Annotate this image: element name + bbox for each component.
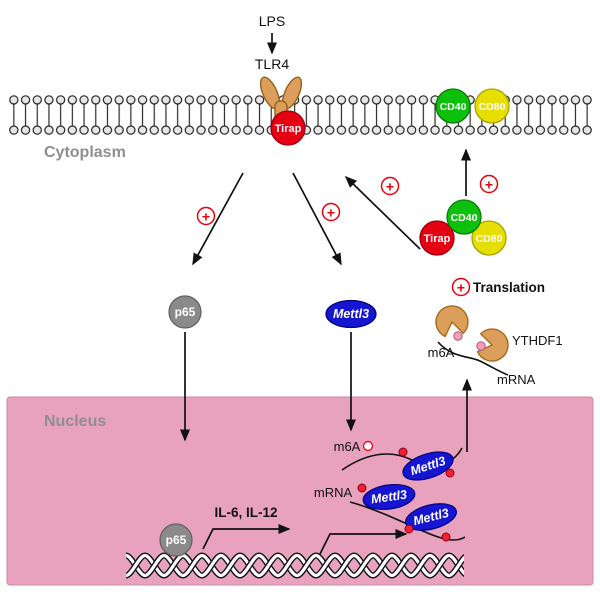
cd40-membrane: CD40: [435, 88, 471, 124]
mrna-label-cytoplasm: mRNA: [497, 372, 536, 387]
m6a-mark: [398, 447, 408, 457]
cd80-membrane: CD80: [474, 88, 510, 124]
plus-circle: [321, 202, 341, 222]
mettl3-oval: [405, 503, 457, 531]
cd80-new: CD80: [471, 220, 507, 256]
mettl3-nucleus: Mettl3: [402, 451, 454, 481]
dna-helix: [126, 552, 464, 579]
tirap-membrane: Tirap: [270, 110, 306, 146]
mettl3-oval: [402, 451, 454, 481]
cd80-label: CD80: [476, 233, 503, 245]
lps-label: LPS: [259, 13, 285, 29]
new-proteins-cluster: CD80 Tirap CD40: [419, 199, 507, 256]
m6a-mark: [441, 532, 451, 542]
arrow-newtirap-to-membrane: [344, 175, 421, 250]
p65-label: p65: [175, 305, 196, 319]
m6a-mark: [445, 468, 455, 478]
mettl3-oval: [325, 299, 377, 329]
plus-sign: +: [485, 177, 493, 193]
plus-sign: +: [202, 209, 210, 225]
p65-cytoplasm: p65: [168, 295, 202, 329]
arrow-tirap-to-mettl3: [292, 172, 342, 266]
p65-circle: [159, 523, 193, 557]
mettl3-nucleus: Mettl3: [405, 503, 457, 531]
cd80-circle: [471, 220, 507, 256]
tlr4-label: TLR4: [255, 56, 289, 72]
p65-nucleus: p65: [159, 523, 193, 557]
mrna-strand-cytoplasm: [437, 341, 509, 376]
tirap-new: Tirap: [419, 220, 455, 256]
p65-label: p65: [166, 533, 187, 547]
cd40-label: CD40: [440, 101, 467, 113]
mettl3-oval: [362, 483, 416, 511]
ythdf1-protein: [435, 305, 469, 338]
m6a-label-nucleus: m6A: [334, 439, 361, 454]
plus-sign: +: [386, 179, 394, 195]
ythdf1-complex: m6A YTHDF1 mRNA: [428, 305, 563, 387]
m6a-label-cytoplasm: m6A: [428, 345, 455, 360]
cd80-label: CD80: [479, 101, 506, 113]
mettl3-label: Mettl3: [370, 488, 408, 507]
tirap-label: Tirap: [424, 233, 451, 245]
m6a-mark: [404, 524, 414, 534]
tirap-circle: [270, 110, 306, 146]
mettl3-cytoplasm: Mettl3: [325, 299, 377, 329]
mettl3-label: Mettl3: [333, 307, 369, 321]
cd40-new: CD40: [446, 199, 482, 235]
arrows: [180, 33, 472, 555]
m6a-mark: [453, 331, 463, 341]
cd40-circle: [435, 88, 471, 124]
nucleus-label: Nucleus: [44, 413, 106, 430]
tirap-label: Tirap: [275, 123, 302, 135]
cd40-circle: [446, 199, 482, 235]
plus-activation: +: [196, 206, 216, 226]
tirap-circle: [419, 220, 455, 256]
arrow-il6-il12: [202, 524, 291, 550]
plus-sign: +: [457, 280, 465, 296]
plus-activation: +: [451, 277, 471, 297]
cd80-circle: [474, 88, 510, 124]
arrow-tirap-to-p65: [192, 172, 244, 266]
plus-activation: +: [479, 174, 499, 194]
plus-circle: [380, 176, 400, 196]
mettl3-nucleus: Mettl3: [362, 483, 416, 511]
plus-circle: [196, 206, 216, 226]
ythdf1-label: YTHDF1: [512, 333, 563, 348]
m6a-mark: [476, 341, 486, 351]
plus-circle: [451, 277, 471, 297]
p65-circle: [168, 295, 202, 329]
ythdf1-protein: [476, 328, 509, 362]
m6a-site-icon: [362, 440, 374, 452]
arrow-transcription: [319, 529, 408, 555]
nucleus-content: m6A mRNA Mettl3 Mettl3 Mettl3 IL-6, IL-1…: [159, 439, 466, 557]
mrna-label-nucleus: mRNA: [314, 485, 353, 500]
plus-activation: +: [321, 202, 341, 222]
plus-sign: +: [327, 205, 335, 221]
m6a-mark: [357, 483, 367, 493]
cytoplasm-label: Cytoplasm: [44, 144, 126, 161]
cd40-label: CD40: [451, 212, 478, 224]
plus-activation: +: [380, 176, 400, 196]
plus-circle: [479, 174, 499, 194]
cytokines-label: IL-6, IL-12: [214, 505, 277, 520]
translation-label: Translation: [473, 280, 545, 295]
